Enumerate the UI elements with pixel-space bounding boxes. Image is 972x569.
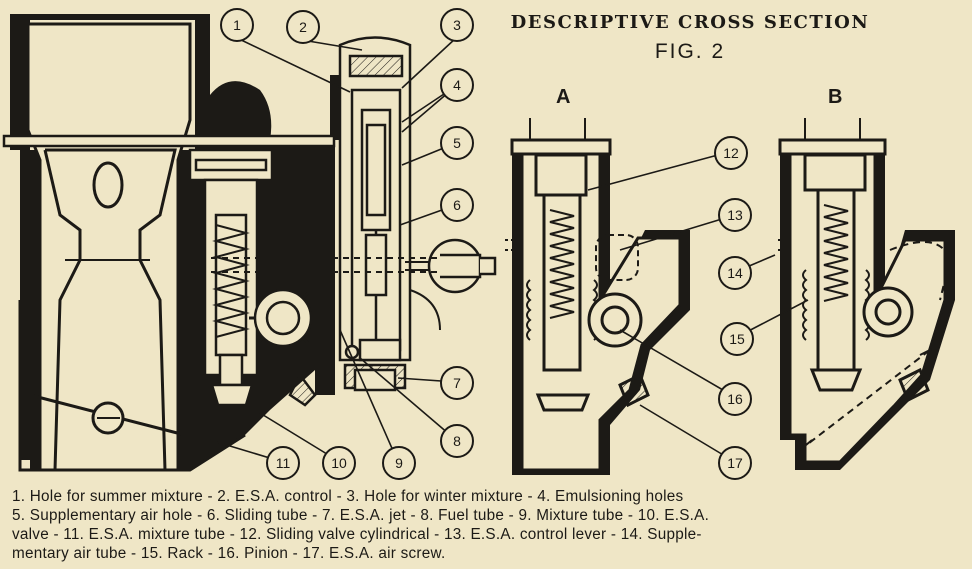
caption-line-4: mentary air tube - 15. Rack - 16. Pinion… [12, 545, 446, 562]
callout-7: 7 [440, 366, 474, 400]
callout-8: 8 [440, 424, 474, 458]
esa-valve-assembly-main [188, 148, 317, 407]
view-b-section [778, 118, 955, 470]
caption-line-3: valve - 11. E.S.A. mixture tube - 12. Sl… [12, 526, 702, 543]
legend-caption: 1. Hole for summer mixture - 2. E.S.A. c… [12, 487, 962, 563]
callout-10: 10 [322, 446, 356, 480]
callout-5: 5 [440, 126, 474, 160]
callout-3: 3 [440, 8, 474, 42]
callout-17: 17 [718, 446, 752, 480]
callout-6: 6 [440, 188, 474, 222]
diagram-title: DESCRIPTIVE CROSS SECTION [510, 12, 870, 33]
main-carburettor-section [2, 14, 350, 472]
caption-line-2: 5. Supplementary air hole - 6. Sliding t… [12, 507, 710, 524]
view-label-b: B [828, 86, 843, 108]
figure-number: FIG. 2 [654, 40, 726, 63]
caption-line-1: 1. Hole for summer mixture - 2. E.S.A. c… [12, 488, 684, 505]
callout-11: 11 [266, 446, 300, 480]
callout-2: 2 [286, 10, 320, 44]
callout-13: 13 [718, 198, 752, 232]
callout-14: 14 [718, 256, 752, 290]
callout-4: 4 [440, 68, 474, 102]
callout-16: 16 [718, 382, 752, 416]
callout-12: 12 [714, 136, 748, 170]
callout-1: 1 [220, 8, 254, 42]
view-a-section [505, 118, 690, 475]
callout-15: 15 [720, 322, 754, 356]
view-label-a: A [556, 86, 571, 108]
callout-9: 9 [382, 446, 416, 480]
leader-lines [209, 37, 809, 463]
sliding-tube-main [200, 36, 497, 392]
